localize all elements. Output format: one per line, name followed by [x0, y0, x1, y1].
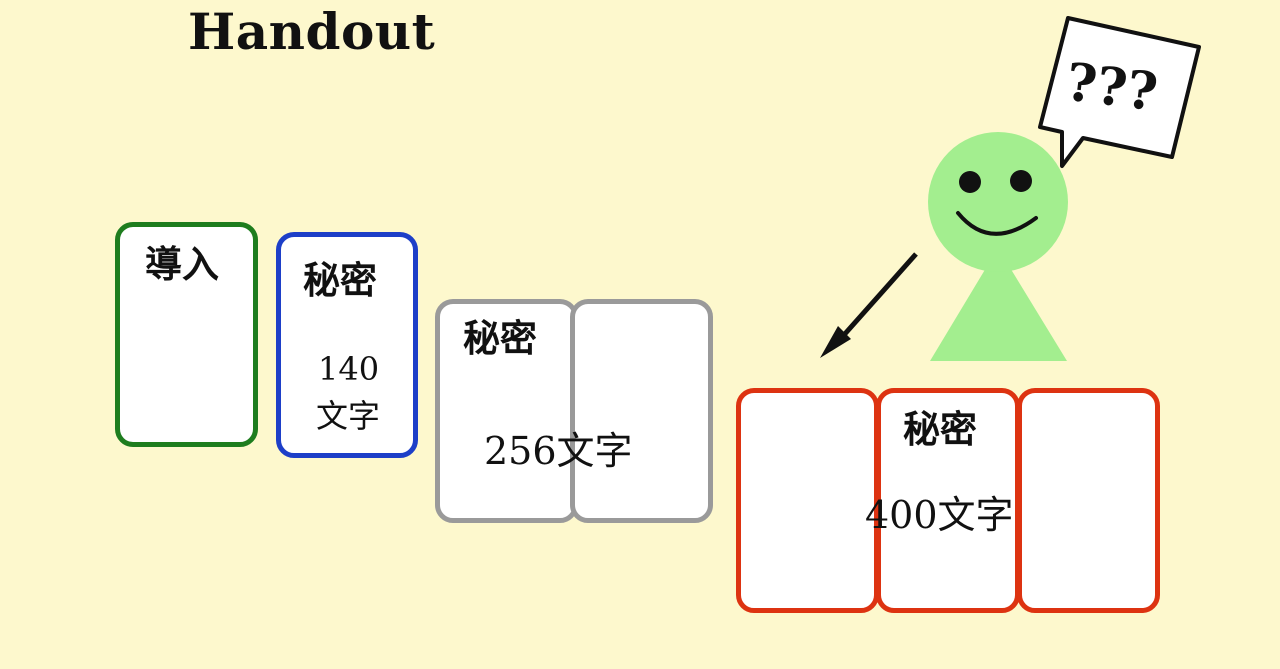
secret-256-count: 256文字: [484, 429, 633, 473]
speech-bubble-text: ???: [1062, 51, 1161, 124]
secret-140-card: [276, 232, 418, 458]
secret-400-heading: 秘密: [903, 407, 977, 451]
intro-card-heading: 導入: [145, 242, 219, 286]
secret-400-count: 400文字: [865, 493, 1014, 537]
secret-400-card-middle: [876, 388, 1020, 613]
secret-400-card-left: [736, 388, 879, 613]
secret-140-count-number: 140: [318, 350, 380, 388]
secret-140-heading: 秘密: [303, 258, 377, 302]
page-title: Handout: [188, 2, 436, 61]
speech-bubble-icon: [1038, 16, 1201, 168]
arrow-down-left-icon: [820, 252, 918, 358]
smiling-person-icon: [928, 132, 1068, 361]
secret-256-heading: 秘密: [463, 316, 537, 360]
secret-400-card-right: [1017, 388, 1160, 613]
secret-256-card-right: [570, 299, 713, 523]
intro-card: [115, 222, 258, 447]
secret-140-count-unit: 文字: [316, 397, 381, 435]
